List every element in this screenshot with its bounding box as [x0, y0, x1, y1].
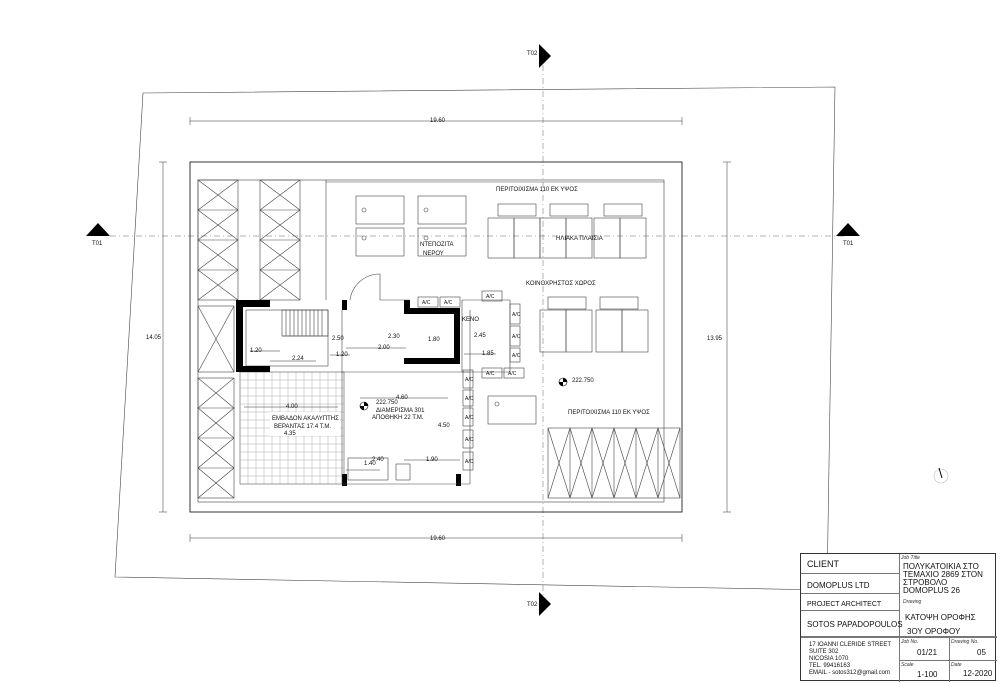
address-line-1: 17 IOANNI CLERIDE STREET: [809, 642, 892, 648]
ac-unit-label: A/C: [465, 396, 474, 402]
ac-unit-label: A/C: [465, 377, 474, 383]
dimension-text: 1.80: [428, 337, 440, 343]
water-tanks: [355, 195, 467, 257]
scale-value: 1-100: [917, 670, 938, 679]
date-value: 12-2020: [963, 669, 993, 678]
ac-unit-label: A/C: [512, 353, 521, 359]
solar-panels-label: ΗΛΙΑΚΑ ΠΛΑΙΣΙΑ: [556, 236, 603, 242]
pergola-grid-right: [547, 427, 681, 499]
job-title-line-4: DOMOPLUS 26: [903, 586, 960, 595]
ac-unit-label: A/C: [512, 312, 521, 318]
ac-unit-label: A/C: [422, 300, 431, 306]
ac-unit-label: A/C: [465, 415, 474, 421]
job-no-label: Job No.: [901, 639, 919, 645]
dimension-text: 1.90: [426, 457, 438, 463]
job-title-line-1: ΠΟΛΥΚΑΤΟΙΚΙΑ ΣΤΟ: [903, 562, 979, 571]
perimeter-label-bottom: ΠΕΡΙΤΟΙΧΙΣΜΑ 110 ΕΚ ΥΨΟΣ: [568, 410, 650, 416]
level-text: 222.750: [376, 400, 398, 406]
title-block: CLIENT DOMOPLUS LTD PROJECT ARCHITECT SO…: [800, 553, 997, 682]
apartment-label-1: ΔΙΑΜΕΡΙΣΜΑ 301: [376, 408, 425, 414]
pergola-grid-left: [197, 179, 301, 499]
ac-unit-label: A/C: [465, 459, 474, 465]
job-no-value: 01/21: [917, 648, 938, 657]
ac-unit-label: A/C: [486, 371, 495, 377]
walls: [236, 300, 461, 486]
ac-unit-label: A/C: [486, 294, 495, 300]
date-label: Date: [951, 662, 962, 668]
dimension-text: 19.60: [430, 118, 446, 124]
section-marker-t02-bottom: T02: [527, 592, 551, 616]
level-marker-2: 222.750: [558, 377, 594, 387]
water-tanks-label-1: ΝΤΕΠΟΖΙΤΑ: [420, 242, 454, 248]
address-line-2: SUITE 302: [809, 649, 839, 655]
apartment-label-2: ΑΠΟΘΗΚΗ 22 Τ.Μ.: [372, 415, 424, 421]
level-text: 222.750: [572, 378, 594, 384]
marker-label: T01: [92, 241, 103, 247]
architect-name: SOTOS PAPADOPOULOS: [807, 620, 903, 629]
dimension-text: 19.60: [430, 536, 446, 542]
drawing-label: Drawing: [903, 599, 922, 605]
dimension-bottom: 19.60: [189, 534, 683, 542]
drawing-title-2: 3ΟΥ ΟΡΟΦΟΥ: [907, 627, 961, 636]
dimension-text: 13.95: [707, 336, 723, 342]
dimension-right: 13.95: [707, 161, 731, 513]
client-name: DOMOPLUS LTD: [807, 581, 870, 590]
architect-label: PROJECT ARCHITECT: [807, 601, 882, 608]
ac-unit-label: A/C: [512, 334, 521, 340]
dimension-left: 14.05: [146, 161, 167, 513]
veranda-area-label-1: ΕΜΒΑΔΟΝ ΑΚΑΛΥΠΤΗΣ: [272, 416, 339, 422]
dimension-text: 2.45: [474, 333, 486, 339]
dimension-text: 2.24: [292, 356, 304, 362]
drawing-no-value: 05: [977, 648, 986, 657]
ac-units: A/C A/C A/C A/C A/C A/C A/C A/C A/C A/C …: [417, 290, 525, 471]
client-label: CLIENT: [807, 559, 840, 569]
marker-label: T02: [527, 602, 538, 608]
dimension-text: 1.20: [250, 348, 262, 354]
drawing-title-1: ΚΑΤΟΨΗ ΟΡΟΦΗΣ: [905, 613, 976, 622]
water-tanks-label-2: ΝΕΡΟΥ: [423, 251, 444, 257]
section-marker-t02-top: T02: [527, 44, 551, 68]
job-title-line-3: ΣΤΡΟΒΟΛΟ: [903, 578, 948, 587]
dimension-text: 2.50: [332, 336, 344, 342]
drawing-no-label: Drawing No.: [951, 639, 979, 645]
address-line-4: TEL. 99416163: [809, 663, 851, 669]
ac-unit-label: A/C: [508, 371, 517, 377]
dimension-text: 14.05: [146, 335, 162, 341]
job-title-line-2: ΤΕΜΑΧΙΟ 2869 ΣΤΟΝ: [903, 570, 983, 579]
dimension-text: 1.85: [482, 351, 494, 357]
address-line-3: NICOSIA 1070: [809, 656, 849, 662]
solar-panels-top: [487, 203, 647, 259]
common-area-label: ΚΟΙΝΟΧΡΗΣΤΟΣ ΧΩΡΟΣ: [526, 281, 596, 287]
veranda-area-label-2: ΒΕΡΑΝΤΑΣ 17.4 Τ.Μ.: [274, 424, 331, 430]
dimension-text: 4.00: [286, 404, 298, 410]
dimension-top: 19.60: [189, 117, 683, 125]
scale-label: Scale: [901, 662, 914, 668]
dimension-text: 4.50: [438, 423, 450, 429]
dimension-text: 1.40: [364, 461, 376, 467]
dimension-text: 4.60: [396, 395, 408, 401]
dimension-text: 2.40: [372, 457, 384, 463]
marker-label: T01: [843, 241, 854, 247]
dimension-text: 2.30: [388, 334, 400, 340]
ac-unit-label: A/C: [465, 437, 474, 443]
solar-panels-lower: [487, 296, 649, 425]
north-arrow-icon: [933, 467, 949, 484]
job-title-label: Job Title: [901, 555, 920, 561]
dimension-text: 1.20: [336, 352, 348, 358]
dimension-text: 2.00: [378, 345, 390, 351]
section-marker-t01-right: T01: [836, 223, 860, 247]
level-marker-1: 222.750: [359, 400, 398, 411]
section-marker-t01-left: T01: [86, 223, 110, 247]
void-label: ΚΕΝΟ: [462, 317, 479, 323]
perimeter-label-top: ΠΕΡΙΤΟΙΧΙΣΜΑ 110 ΕΚ ΥΨΟΣ: [496, 187, 578, 193]
marker-label: T02: [527, 51, 538, 57]
dimension-text: 4.35: [284, 431, 296, 437]
address-line-5: EMAIL - sotos312@gmail.com: [809, 670, 890, 676]
ac-unit-label: A/C: [444, 300, 453, 306]
building-outline: [189, 161, 683, 513]
staircase: [245, 309, 329, 367]
